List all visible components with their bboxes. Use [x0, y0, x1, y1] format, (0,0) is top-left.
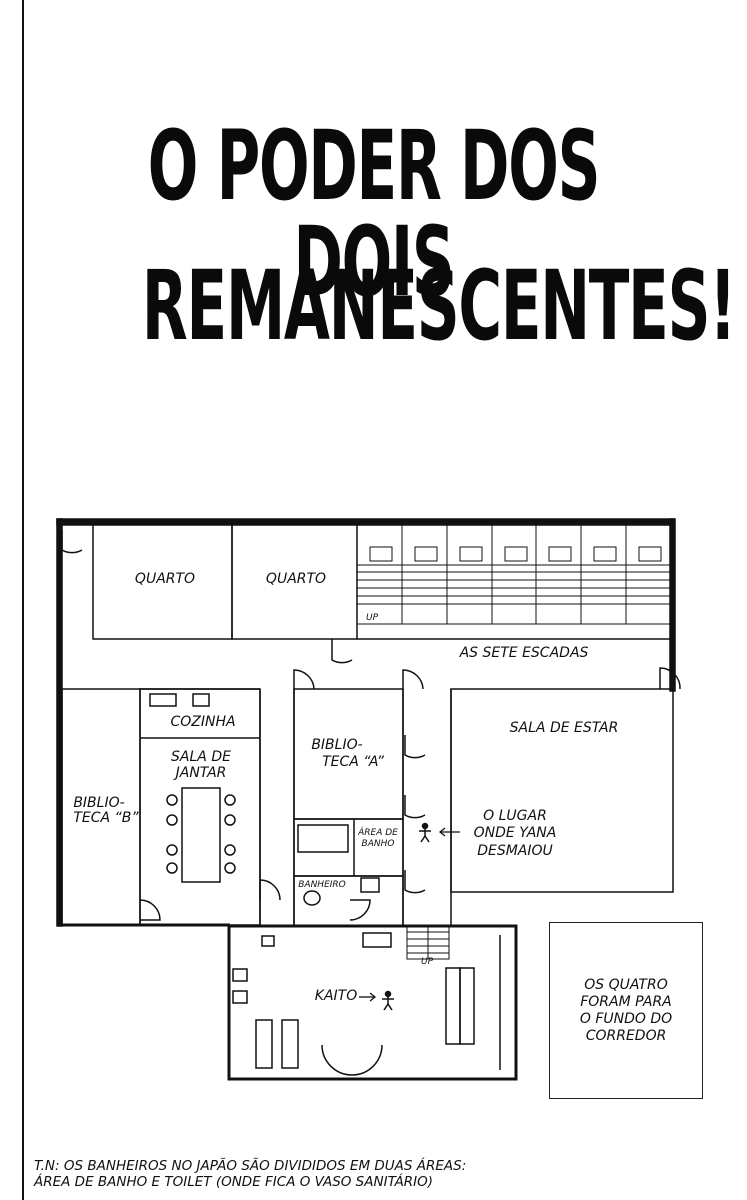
label-yana-1: O LUGAR	[483, 808, 547, 824]
label-area-banho-2: BANHO	[362, 839, 395, 849]
callout-line-1: OS QUATRO	[584, 976, 668, 993]
callout-line-3: O FUNDO DO	[579, 1010, 673, 1027]
kaito-figure-icon	[382, 990, 394, 1011]
stair-up-labels: UP UP	[366, 613, 434, 967]
arrow-left-icon	[438, 827, 460, 837]
label-area-banho-1: ÁREA DE	[357, 826, 398, 838]
arrow-right-icon	[359, 992, 377, 1002]
label-sala-estar: SALA DE ESTAR	[510, 720, 619, 736]
callout-box: OS QUATRO FORAM PARA O FUNDO DO CORREDOR	[549, 922, 703, 1099]
label-sala-jantar-2: JANTAR	[173, 765, 227, 781]
sala-de-estar-room	[450, 688, 674, 893]
chapter-title-line-1: O PODER DOS DOIS	[147, 110, 601, 318]
label-banheiro: BANHEIRO	[298, 880, 346, 890]
label-quarto-1: QUARTO	[135, 571, 195, 587]
label-biblioteca-b-1: BIBLIO-	[73, 795, 124, 811]
translator-note: T.N: OS BANHEIROS NO JAPÃO SÃO DIVIDIDOS…	[34, 1158, 734, 1190]
callout-line-4: CORREDOR	[585, 1027, 667, 1044]
page-border-line	[22, 0, 24, 1200]
seven-stairs	[356, 523, 671, 625]
label-sete-escadas: AS SETE ESCADAS	[459, 645, 589, 661]
small-stairs	[406, 924, 450, 960]
label-yana-2: ONDE YANA	[474, 825, 557, 841]
label-kaito: KAITO	[315, 988, 357, 1004]
kaito-room	[227, 924, 518, 1081]
label-cozinha: COZINHA	[170, 714, 235, 730]
label-yana-3: DESMAIOU	[477, 843, 553, 859]
dining-table	[181, 787, 221, 883]
yana-figure-icon	[419, 822, 431, 843]
label-quarto-2: QUARTO	[266, 571, 326, 587]
svg-text:UP: UP	[421, 957, 434, 967]
label-sala-jantar-1: SALA DE	[171, 749, 231, 765]
translator-note-line-1: T.N: OS BANHEIROS NO JAPÃO SÃO DIVIDIDOS…	[34, 1158, 467, 1174]
callout-line-2: FORAM PARA	[580, 993, 672, 1010]
label-biblioteca-b-2: TECA “B”	[73, 810, 139, 826]
label-biblioteca-a-1: BIBLIO-	[311, 737, 362, 753]
translator-note-line-2: ÁREA DE BANHO E TOILET (ONDE FICA O VASO…	[34, 1174, 434, 1190]
svg-text:UP: UP	[366, 613, 379, 623]
label-biblioteca-a-2: TECA “A”	[322, 754, 385, 770]
